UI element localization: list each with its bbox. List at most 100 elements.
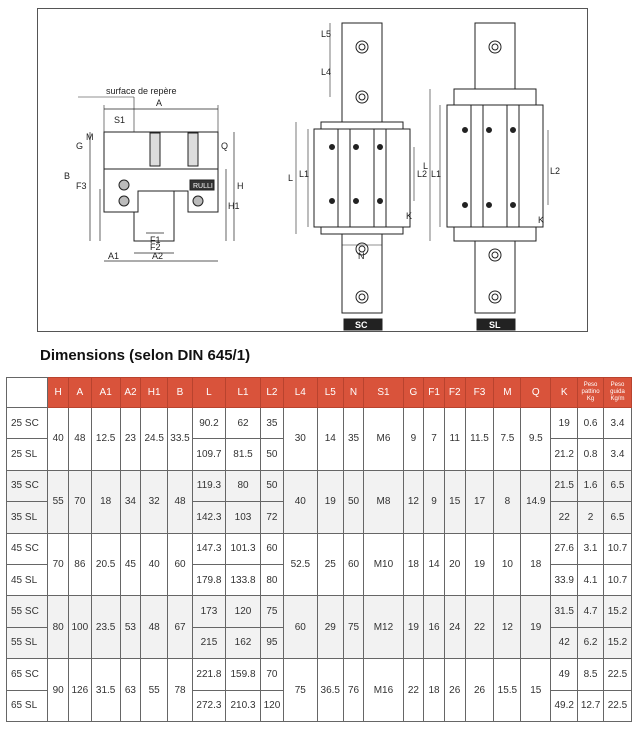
column-header-s1: S1: [363, 377, 404, 408]
cell-peso-pattino: 6.2: [577, 626, 604, 660]
cell-peso-guida: 22.5: [602, 689, 633, 723]
cell-peso-pattino: 8.5: [577, 658, 604, 691]
weight-header-line: pattino: [581, 389, 600, 395]
cell-l: 90.2: [191, 406, 226, 440]
cell-l2: 60: [260, 532, 284, 565]
cell-m: 10: [493, 532, 522, 597]
front-view: [78, 96, 235, 262]
model-cell: 35 SC: [5, 469, 49, 503]
column-header-f1: F1: [423, 377, 445, 408]
cell-l2: 75: [260, 595, 284, 628]
cell-l1: 101.3: [224, 532, 262, 565]
cell-a: 86: [67, 532, 92, 597]
cell-l2: 35: [260, 406, 284, 440]
column-header-a: A: [67, 377, 92, 408]
cell-h1: 48: [140, 595, 169, 660]
ball-left-2: [118, 195, 130, 207]
sl-L-label: L: [423, 161, 428, 171]
sc-L5-label: L5: [321, 29, 331, 39]
cell-l1: 120: [224, 595, 262, 628]
cell-k: 49: [550, 658, 579, 691]
cell-a2: 63: [119, 658, 142, 722]
sl-L1-label: L1: [431, 169, 441, 179]
cell-a1: 31.5: [90, 658, 121, 722]
cell-h: 55: [47, 469, 69, 534]
cell-l: 179.8: [191, 563, 226, 597]
drawing-svg: surface de repère A S1 M G Q B F3 H H1 F…: [64, 22, 560, 331]
cell-h1: 55: [140, 658, 169, 722]
sl-view: [429, 22, 549, 331]
model-cell: 65 SC: [5, 658, 49, 691]
cell-g: 9: [402, 407, 425, 471]
cell-f1: 18: [423, 658, 445, 722]
cell-a: 70: [67, 469, 92, 534]
cell-k: 42: [550, 626, 579, 660]
cell-l: 142.3: [191, 501, 226, 534]
cell-s1: M16: [363, 658, 404, 722]
cell-m: 7.5: [493, 407, 522, 471]
surface-label: surface de repère: [106, 86, 177, 96]
cell-m: 8: [493, 469, 522, 534]
cell-q: 14.9: [520, 469, 552, 534]
cell-q: 18: [520, 532, 552, 597]
cell-peso-pattino: 2: [577, 501, 604, 534]
cell-l4: 60: [282, 595, 318, 660]
cell-f3: 11.5: [464, 407, 495, 471]
cell-l: 173: [191, 595, 226, 628]
sc-L2-label: L2: [417, 169, 427, 179]
sc-N-label: N: [358, 251, 365, 261]
cell-peso-pattino: 3.1: [577, 532, 604, 565]
cell-l5: 14: [316, 407, 344, 471]
cell-peso-guida: 3.4: [602, 438, 633, 471]
cell-l2: 50: [260, 438, 284, 471]
cell-l1: 159.8: [224, 658, 262, 691]
cell-f1: 9: [423, 469, 445, 534]
cell-s1: M6: [363, 407, 404, 471]
logo-plate: [189, 179, 215, 191]
cell-f3: 22: [464, 595, 495, 660]
cell-n: 50: [342, 469, 365, 534]
cell-l2: 120: [260, 689, 284, 723]
weight-header-line: Peso: [583, 382, 598, 388]
rail-section: [133, 188, 175, 242]
dim-A2-label: A2: [152, 251, 163, 261]
cell-g: 22: [402, 658, 425, 722]
cell-f2: 26: [443, 658, 466, 722]
model-cell: 45 SC: [5, 532, 49, 565]
cell-l1: 62: [224, 406, 262, 440]
column-header-l2: L2: [260, 377, 284, 408]
column-header-a1: A1: [90, 377, 121, 408]
cell-q: 15: [520, 658, 552, 722]
cell-b: 67: [167, 595, 193, 660]
cell-peso-pattino: 12.7: [577, 689, 604, 723]
cell-n: 35: [342, 407, 365, 471]
dim-B-label: B: [64, 171, 70, 181]
cell-s1: M12: [363, 595, 404, 660]
column-header-l1: L1: [224, 377, 262, 408]
cell-peso-guida: 6.5: [602, 501, 633, 534]
cell-l5: 25: [316, 532, 344, 597]
cell-a1: 23.5: [90, 595, 121, 660]
dim-F3-label: F3: [76, 181, 87, 191]
cell-n: 76: [342, 658, 365, 722]
model-cell: 65 SL: [5, 689, 49, 723]
cell-f3: 26: [464, 658, 495, 722]
cell-k: 19: [550, 406, 579, 440]
cell-k: 49.2: [550, 689, 579, 723]
cell-h: 40: [47, 407, 69, 471]
cell-l1: 80: [224, 469, 262, 503]
dim-S1-label: S1: [114, 115, 125, 125]
cell-l5: 29: [316, 595, 344, 660]
cell-l4: 40: [282, 469, 318, 534]
column-header-m: M: [493, 377, 522, 408]
cell-b: 78: [167, 658, 193, 722]
cell-b: 33.5: [167, 407, 193, 471]
cell-h1: 40: [140, 532, 169, 597]
dim-F1-label: F1: [150, 235, 161, 245]
logo-text: RULLI: [193, 183, 213, 190]
sl-tag-box: [476, 318, 516, 331]
